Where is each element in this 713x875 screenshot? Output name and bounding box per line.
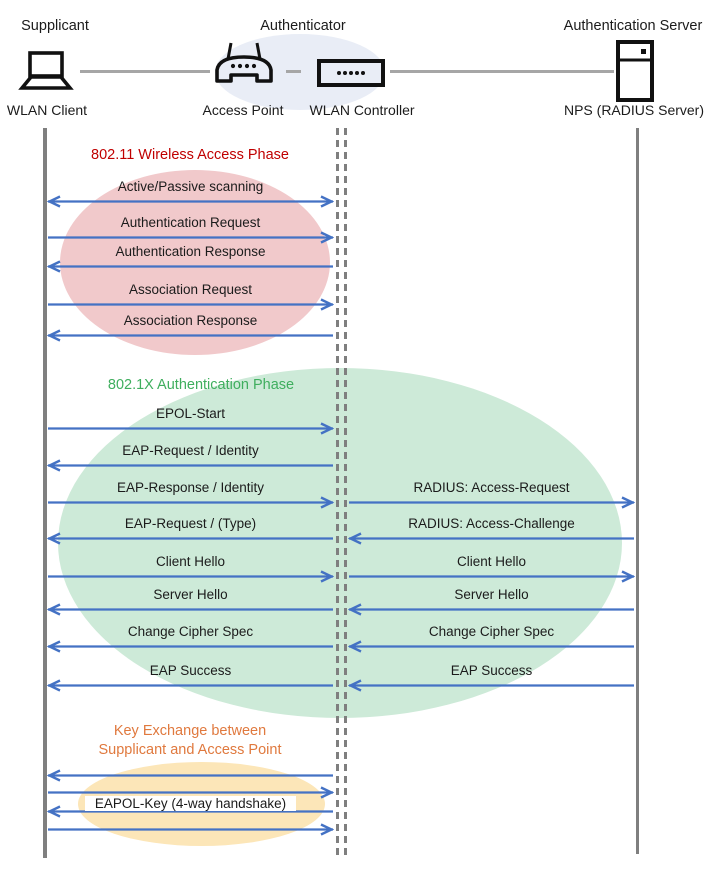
- message-arrow: [47, 260, 333, 273]
- message-server-hello: Server Hello: [348, 586, 635, 617]
- message-eap-response-identity: EAP-Response / Identity: [47, 479, 334, 510]
- message-arrow: [48, 422, 334, 435]
- message-client-hello: Client Hello: [348, 553, 635, 584]
- message-arrow: [48, 298, 334, 311]
- message-change-cipher-spec: Change Cipher Spec: [348, 623, 635, 654]
- message-label: EAP-Request / Identity: [122, 443, 259, 458]
- message-arrow: [48, 823, 334, 836]
- message-eap-request-identity: EAP-Request / Identity: [47, 442, 334, 473]
- role-label-supplicant: Supplicant: [21, 18, 89, 34]
- message-association-request: Association Request: [47, 281, 334, 312]
- message-server-hello: Server Hello: [47, 586, 334, 617]
- authentication-phase-ellipse: [58, 368, 622, 718]
- message-arrow: [47, 603, 333, 616]
- laptop-icon: [18, 51, 74, 90]
- message-arrow: [47, 805, 333, 818]
- message-client-hello: Client Hello: [47, 553, 334, 584]
- message-label: Change Cipher Spec: [428, 624, 555, 639]
- message-arrow-row: [47, 752, 334, 783]
- message-label: EAP Success: [450, 663, 533, 678]
- message-arrow-row: [47, 806, 334, 837]
- lifeline-wlan-client: [43, 128, 47, 858]
- lifeline-radius-server: [636, 128, 639, 854]
- message-arrow: [48, 786, 334, 799]
- message-arrow: [47, 459, 333, 472]
- message-label: Change Cipher Spec: [127, 624, 254, 639]
- role-label-authenticator: Authenticator: [260, 18, 346, 34]
- message-arrow: [348, 679, 634, 692]
- role-label-authentication-server: Authentication Server: [563, 18, 703, 34]
- message-label: Client Hello: [456, 554, 527, 569]
- device-label-wlan-client: WLAN Client: [6, 102, 88, 118]
- message-change-cipher-spec: Change Cipher Spec: [47, 623, 334, 654]
- message-arrow: [348, 603, 634, 616]
- message-label: RADIUS: Access-Request: [413, 480, 570, 495]
- connector-ap-to-controller: [286, 70, 301, 73]
- message-eap-success: EAP Success: [348, 662, 635, 693]
- message-label: [47, 752, 334, 769]
- message-arrow: [47, 532, 333, 545]
- message-label: RADIUS: Access-Challenge: [408, 516, 575, 531]
- message-label: Association Request: [128, 282, 253, 297]
- message-arrow: [349, 570, 635, 583]
- message-label: EAP-Response / Identity: [116, 480, 265, 495]
- access-point-icon: [215, 42, 273, 83]
- message-eapol-key-4-way-handshake: EAPOL-Key (4-way handshake): [47, 788, 334, 819]
- message-radius-access-challenge: RADIUS: Access-Challenge: [348, 515, 635, 546]
- message-label: Server Hello: [454, 587, 529, 602]
- message-arrow: [48, 231, 334, 244]
- device-label-wlan-controller: WLAN Controller: [309, 102, 415, 118]
- message-arrow: [348, 532, 634, 545]
- message-arrow-row: [47, 769, 334, 800]
- message-arrow: [47, 769, 333, 782]
- message-label: Server Hello: [153, 587, 228, 602]
- message-arrow: [349, 496, 635, 509]
- phase-title-80211-wireless-access: 802.11 Wireless Access Phase: [91, 147, 289, 163]
- message-eap-success: EAP Success: [47, 662, 334, 693]
- lifeline-wlan-controller-dashed-1: [336, 128, 339, 858]
- wlan-controller-icon: [317, 59, 385, 87]
- message-label: [47, 806, 334, 823]
- message-label: Authentication Request: [120, 215, 261, 230]
- message-arrow: [48, 570, 334, 583]
- message-arrow: [348, 640, 634, 653]
- connector-controller-to-server: [390, 70, 614, 73]
- message-eap-request-type: EAP-Request / (Type): [47, 515, 334, 546]
- message-arrow: [47, 640, 333, 653]
- message-arrow: [47, 329, 333, 342]
- message-association-response: Association Response: [47, 312, 334, 343]
- phase-title-key-exchange-line2: Supplicant and Access Point: [98, 742, 282, 758]
- message-arrow: [47, 679, 333, 692]
- message-label: Authentication Response: [115, 244, 266, 259]
- message-label: Association Response: [123, 313, 258, 328]
- device-label-nps-radius-server: NPS (RADIUS Server): [563, 102, 705, 118]
- server-icon: [616, 40, 654, 102]
- connector-client-to-ap: [80, 70, 210, 73]
- message-authentication-response: Authentication Response: [47, 243, 334, 274]
- message-label: Client Hello: [155, 554, 226, 569]
- message-label: [47, 769, 334, 786]
- phase-title-key-exchange: Key Exchange between Supplicant and Acce…: [70, 722, 310, 760]
- phase-title-key-exchange-line1: Key Exchange between: [113, 723, 267, 739]
- message-label: EAPOL-Key (4-way handshake): [47, 795, 334, 812]
- message-epol-start: EPOL-Start: [47, 405, 334, 436]
- device-label-access-point: Access Point: [202, 102, 284, 118]
- message-label: EAP Success: [149, 663, 232, 678]
- message-label: Active/Passive scanning: [117, 179, 264, 194]
- message-label: EPOL-Start: [155, 406, 226, 421]
- message-arrow: [47, 195, 334, 208]
- lifeline-wlan-controller-dashed-2: [344, 128, 347, 858]
- message-authentication-request: Authentication Request: [47, 214, 334, 245]
- message-arrow: [48, 496, 334, 509]
- phase-title-8021x-authentication: 802.1X Authentication Phase: [107, 377, 295, 393]
- message-label: EAP-Request / (Type): [124, 516, 257, 531]
- message-active-passive-scanning: Active/Passive scanning: [47, 178, 334, 209]
- message-radius-access-request: RADIUS: Access-Request: [348, 479, 635, 510]
